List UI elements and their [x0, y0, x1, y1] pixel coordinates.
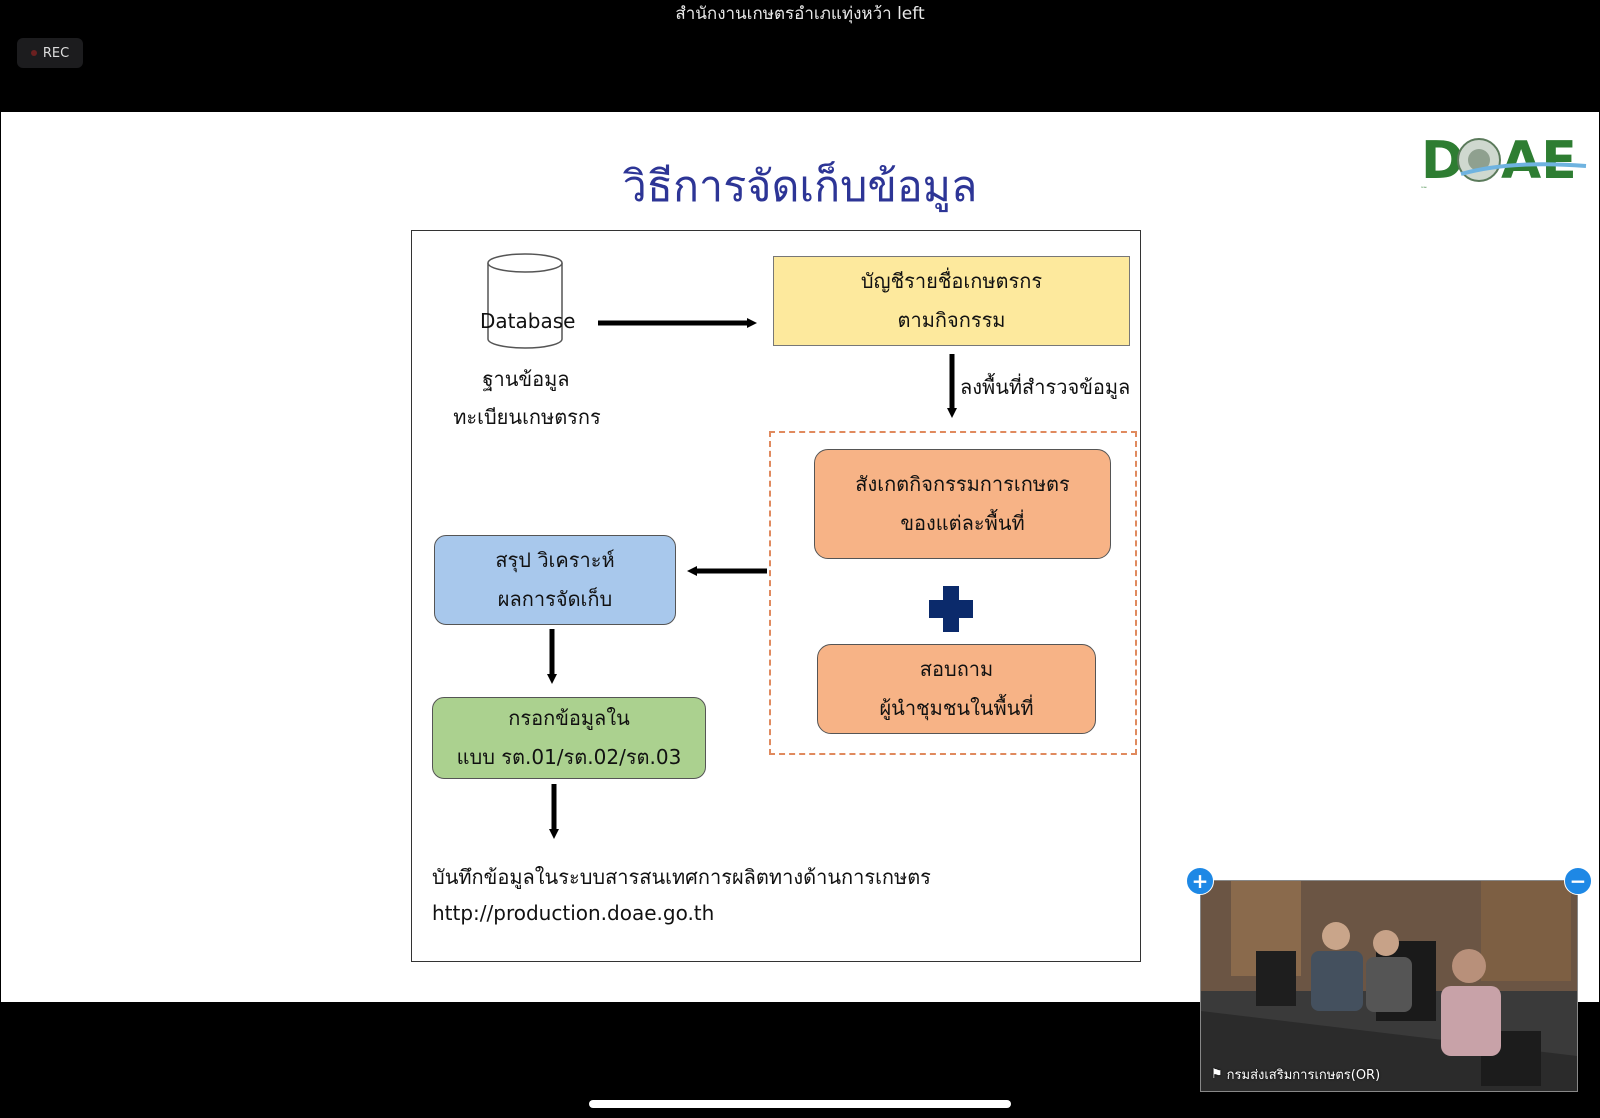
- database-icon: [487, 253, 563, 349]
- record-dot-icon: [30, 50, 37, 56]
- field-survey-group: [769, 431, 1137, 755]
- record-text: บันทึกข้อมูลในระบบสารสนเทศการผลิตทางด้าน…: [432, 865, 931, 889]
- participant-name-label: กรมส่งเสริมการเกษตร(OR): [1226, 1068, 1381, 1083]
- pin-icon: ⚑: [1211, 1067, 1223, 1082]
- recording-label: REC: [42, 45, 70, 61]
- logo-text: DOAE: [1421, 186, 1427, 189]
- participant-name: ⚑ กรมส่งเสริมการเกษตร(OR): [1211, 1064, 1380, 1085]
- ask-line2: ผู้นำชุมชนในพื้นที่: [879, 696, 1034, 720]
- ask-line1: สอบถาม: [919, 657, 994, 681]
- survey-label: ลงพื้นที่สำรวจข้อมูล: [960, 375, 1131, 399]
- svg-text:AE: AE: [1501, 131, 1577, 190]
- window-title: สำนักงานเกษตรอำเภแทุ่งหว้า left: [675, 4, 925, 24]
- participant-video-frame: [1201, 881, 1577, 1091]
- home-indicator[interactable]: [589, 1100, 1011, 1108]
- observe-activity-box: สังเกตกิจกรรมการเกษตร ของแต่ละพื้นที่: [814, 449, 1111, 559]
- participant-video-tile[interactable]: ⚑ กรมส่งเสริมการเกษตร(OR): [1200, 880, 1578, 1092]
- fill-line1: กรอกข้อมูลใน: [508, 706, 630, 730]
- doae-logo-icon: D AE DOAE: [1421, 131, 1587, 190]
- fill-line2: แบบ รต.01/รต.02/รต.03: [456, 745, 682, 769]
- add-button[interactable]: +: [1186, 867, 1214, 895]
- fill-form-box: กรอกข้อมูลใน แบบ รต.01/รต.02/รต.03: [432, 697, 706, 779]
- url-text: http://production.doae.go.th: [432, 901, 715, 925]
- summary-analysis-box: สรุป วิเคราะห์ ผลการจัดเก็บ: [434, 535, 676, 625]
- summary-line2: ผลการจัดเก็บ: [497, 587, 613, 611]
- summary-line1: สรุป วิเคราะห์: [495, 548, 615, 572]
- plus-icon: [929, 586, 973, 632]
- recording-indicator[interactable]: REC: [17, 38, 83, 68]
- database-label: Database: [480, 309, 576, 333]
- database-caption-line1: ฐานข้อมูล: [482, 367, 570, 391]
- farmer-list-line2: ตามกิจกรรม: [897, 308, 1006, 332]
- farmer-list-box: บัญชีรายชื่อเกษตรกร ตามกิจกรรม: [773, 256, 1130, 346]
- observe-line2: ของแต่ละพื้นที่: [900, 511, 1025, 535]
- minus-icon: −: [1569, 869, 1587, 893]
- ask-leaders-box: สอบถาม ผู้นำชุมชนในพื้นที่: [817, 644, 1096, 734]
- svg-text:D: D: [1421, 131, 1464, 190]
- window-title-bar: สำนักงานเกษตรอำเภแทุ่งหว้า left: [0, 0, 1600, 28]
- database-caption-line2: ทะเบียนเกษตรกร: [453, 405, 601, 429]
- farmer-list-line1: บัญชีรายชื่อเกษตรกร: [860, 269, 1043, 293]
- flow-diagram: Database ฐานข้อมูล ทะเบียนเกษตรกร บัญชีร…: [411, 230, 1141, 962]
- observe-line1: สังเกตกิจกรรมการเกษตร: [855, 472, 1070, 496]
- plus-icon: +: [1191, 869, 1209, 893]
- minimize-button[interactable]: −: [1564, 867, 1592, 895]
- shared-slide: วิธีการจัดเก็บข้อมูล D AE DOAE: [1, 112, 1599, 1002]
- diagram-connectors: [487, 253, 1130, 839]
- slide-title: วิธีการจัดเก็บข้อมูล: [622, 162, 978, 212]
